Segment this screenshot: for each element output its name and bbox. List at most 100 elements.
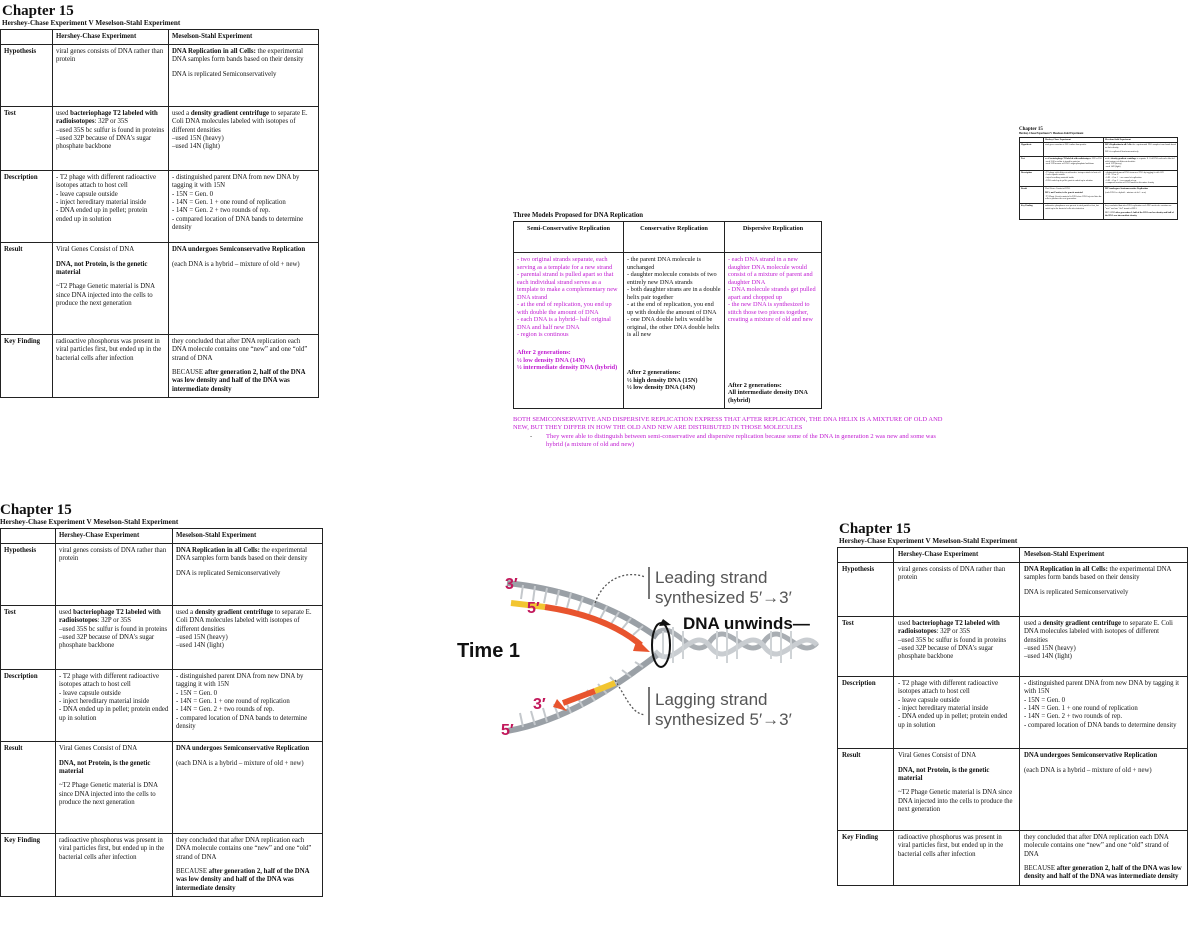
col-header-hershey-chase: Hershey-Chase Experiment (55, 527, 173, 545)
row-label-description: Description (1019, 169, 1044, 187)
models-table: Semi-Conservative Replication Conservati… (513, 221, 822, 409)
description-row: Description - T2 phage with different ra… (0, 170, 319, 244)
test-row: Test used bacteriophage T2 labeled with … (837, 616, 1188, 678)
hc-hypothesis-cell: viral genes consists of DNA rather than … (1043, 142, 1104, 158)
header-row: Hershey-Chase Experiment Meselson-Stahl … (0, 28, 319, 46)
bottom-3prime-label: 3′ (533, 696, 546, 713)
row-label-key-finding: Key Finding (0, 334, 53, 398)
table-subtitle: Hershey-Chase Experiment V Meselson-Stah… (0, 518, 179, 526)
chapter-title: Chapter 15 (0, 502, 72, 518)
replication-models-page: Three Models Proposed for DNA Replicatio… (510, 212, 942, 492)
double-helix (653, 627, 819, 663)
result-row: Result Viral Genes Consist of DNA DNA, n… (1019, 185, 1178, 205)
ms-key-cell: they concluded that after DNA replicatio… (1019, 830, 1188, 886)
models-body-row: - two original strands separate, each se… (513, 252, 822, 409)
row-label-hypothesis: Hypothesis (0, 543, 56, 607)
table-subtitle: Hershey-Chase Experiment V Meselson-Stah… (2, 19, 181, 27)
ms-description-cell: - distinguished parent DNA from new DNA … (1019, 676, 1188, 750)
hc-key-cell: radioactive phosphorus was present in vi… (52, 334, 169, 398)
ms-result-cell: DNA undergoes Semiconservative Replicati… (1103, 185, 1178, 205)
semi-conservative-cell: - two original strands separate, each se… (513, 252, 624, 409)
key-finding-row: Key Finding radioactive phosphorus was p… (0, 833, 323, 897)
hc-test-cell: used bacteriophage T2 labeled with radio… (55, 605, 173, 671)
key-finding-row: Key Finding radioactive phosphorus was p… (0, 334, 319, 398)
leading-strand (510, 600, 650, 652)
lagging-direction-label: synthesized 5′→3′ (655, 710, 792, 729)
lagging-strand-fragment (553, 680, 617, 711)
rotation-arrow-icon (651, 619, 671, 668)
top-5prime-label: 5′ (527, 600, 540, 617)
ms-key-cell: they concluded that after DNA replicatio… (168, 334, 319, 398)
ms-hypothesis-cell: DNA Replication in all Cells: the experi… (1103, 142, 1178, 158)
row-label-result: Result (837, 748, 894, 832)
hypothesis-row: Hypothesis viral genes consists of DNA r… (0, 44, 319, 108)
dispersive-cell: - each DNA strand in a new daughter DNA … (724, 252, 822, 409)
ms-key-cell: they concluded that after DNA replicatio… (172, 833, 323, 897)
hc-result-cell: Viral Genes Consist of DNA DNA, not Prot… (1043, 185, 1104, 205)
document-page-3: Chapter 15 Hershey-Chase Experiment V Me… (837, 520, 1200, 920)
col-header-hershey-chase: Hershey-Chase Experiment (52, 28, 169, 46)
bullet-text: They were able to distinguish between se… (546, 432, 936, 448)
ms-test-cell: used a density gradient centrifuge to se… (172, 605, 323, 671)
ms-test-cell: used a density gradient centrifuge to se… (1103, 156, 1178, 171)
corner-cell (0, 28, 53, 46)
key-finding-row: Key Finding radioactive phosphorus was p… (837, 830, 1188, 886)
hc-hypothesis-cell: viral genes consists of DNA rather than … (55, 543, 173, 607)
row-label-hypothesis: Hypothesis (0, 44, 53, 108)
ms-key-cell: they concluded that after DNA replicatio… (1103, 203, 1178, 221)
row-label-test: Test (0, 106, 53, 172)
header-semi-conservative: Semi-Conservative Replication (513, 221, 624, 253)
conservative-cell: - the parent DNA molecule is unchanged -… (623, 252, 725, 409)
comparison-table: Hershey-Chase Experiment Meselson-Stahl … (0, 28, 319, 398)
hc-hypothesis-cell: viral genes consists of DNA rather than … (893, 562, 1020, 618)
test-row: Test used bacteriophage T2 labeled with … (0, 605, 323, 671)
chapter-title: Chapter 15 (839, 521, 911, 537)
top-template-strand (506, 580, 659, 640)
conservative-generation-result: After 2 generations: ½ high density DNA … (627, 369, 698, 392)
hc-result-cell: Viral Genes Consist of DNA DNA, not Prot… (55, 741, 173, 835)
header-row: Hershey-Chase Experiment Meselson-Stahl … (0, 527, 323, 545)
row-label-result: Result (0, 741, 56, 835)
chapter-title: Chapter 15 (1019, 127, 1043, 132)
row-label-key-finding: Key Finding (837, 830, 894, 886)
comparison-table: Hershey-Chase Experiment Meselson-Stahl … (1019, 136, 1178, 221)
row-label-hypothesis: Hypothesis (1019, 142, 1044, 158)
ms-hypothesis-cell: DNA Replication in all Cells: the experi… (168, 44, 319, 108)
ms-description-cell: - distinguished parent DNA from new DNA … (172, 669, 323, 743)
row-label-key-finding: Key Finding (0, 833, 56, 897)
row-label-key-finding: Key Finding (1019, 203, 1044, 221)
row-label-description: Description (0, 669, 56, 743)
time-label: Time 1 (457, 640, 520, 662)
row-label-description: Description (837, 676, 894, 750)
ms-description-cell: - distinguished parent DNA from new DNA … (168, 170, 319, 244)
header-conservative: Conservative Replication (623, 221, 725, 253)
hc-description-cell: - T2 phage with different radioactive is… (1043, 169, 1104, 187)
models-summary-note: BOTH SEMICONSERVATIVE AND DISPERSIVE REP… (513, 415, 943, 431)
hc-test-cell: used bacteriophage T2 labeled with radio… (1043, 156, 1104, 171)
ms-description-cell: - distinguished parent DNA from new DNA … (1103, 169, 1178, 187)
comparison-table: Hershey-Chase Experiment Meselson-Stahl … (837, 546, 1188, 886)
leading-strand-label: Leading strand (655, 568, 767, 587)
chapter-title: Chapter 15 (2, 3, 74, 19)
description-row: Description - T2 phage with different ra… (837, 676, 1188, 750)
ms-result-cell: DNA undergoes Semiconservative Replicati… (168, 242, 319, 336)
table-subtitle: Hershey-Chase Experiment V Meselson-Stah… (839, 537, 1018, 545)
hc-description-cell: - T2 phage with different radioactive is… (893, 676, 1020, 750)
result-row: Result Viral Genes Consist of DNA DNA, n… (0, 741, 323, 835)
ms-test-cell: used a density gradient centrifuge to se… (1019, 616, 1188, 678)
lagging-pointer (614, 679, 646, 716)
models-header-row: Semi-Conservative Replication Conservati… (513, 221, 822, 253)
ms-result-cell: DNA undergoes Semiconservative Replicati… (1019, 748, 1188, 832)
hc-hypothesis-cell: viral genes consists of DNA rather than … (52, 44, 169, 108)
hc-test-cell: used bacteriophage T2 labeled with radio… (893, 616, 1020, 678)
table-subtitle: Hershey-Chase Experiment V Meselson-Stah… (1019, 132, 1084, 135)
dna-unwinds-label: DNA unwinds— (683, 614, 810, 633)
ms-result-cell: DNA undergoes Semiconservative Replicati… (172, 741, 323, 835)
col-header-meselson-stahl: Meselson-Stahl Experiment (172, 527, 323, 545)
header-row: Hershey-Chase Experiment Meselson-Stahl … (837, 546, 1188, 564)
ms-test-cell: used a density gradient centrifuge to se… (168, 106, 319, 172)
hc-key-cell: radioactive phosphorus was present in vi… (1043, 203, 1104, 221)
description-row: Description - T2 phage with different ra… (1019, 169, 1178, 187)
models-bullet-item: - They were able to distinguish between … (530, 433, 950, 449)
test-row: Test used bacteriophage T2 labeled with … (1019, 156, 1178, 171)
